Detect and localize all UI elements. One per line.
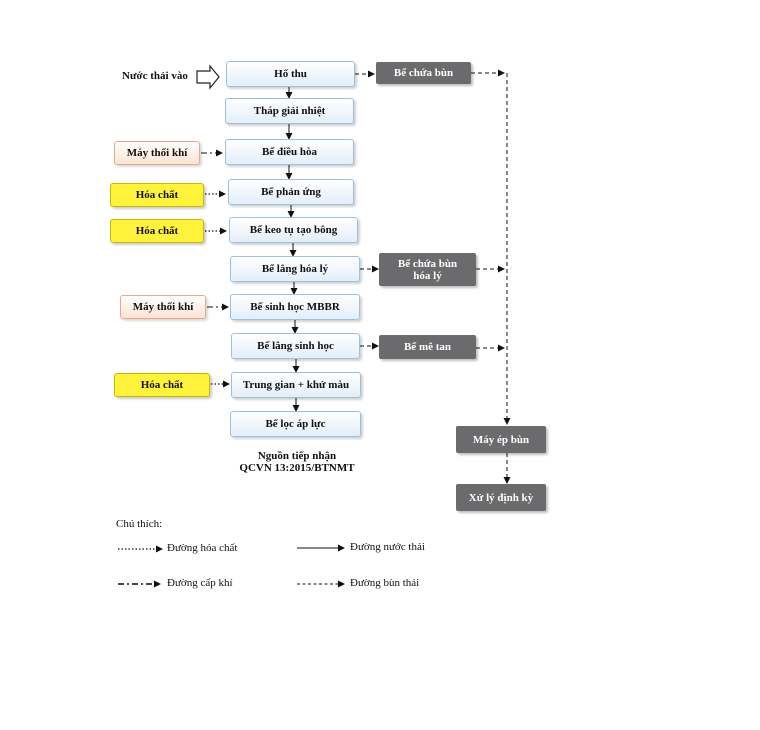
step-be-loc-ap-luc: Bể lọc áp lực xyxy=(230,411,361,437)
input-arrow xyxy=(196,64,220,90)
sludge-tank: Bể chứa bùn xyxy=(376,62,471,84)
output-label: Nguồn tiếp nhận QCVN 13:2015/BTNMT xyxy=(222,445,372,479)
chemical-sludge-line2: hóa lý xyxy=(413,269,442,282)
chemical-sludge-tank: Bể chứa bùn hóa lý xyxy=(379,253,476,286)
chemical-box-1: Hóa chất xyxy=(110,183,204,207)
legend-air-label: Đường cấp khí xyxy=(167,577,233,589)
chemical-box-2: Hóa chất xyxy=(110,219,204,243)
step-thap-giai-nhiet: Tháp giải nhiệt xyxy=(225,98,354,124)
legend-title: Chú thích: xyxy=(116,518,163,530)
air-blower-1: Máy thổi khí xyxy=(114,141,200,165)
legend-sludge-label: Đường bùn thải xyxy=(350,577,420,589)
output-line2: QCVN 13:2015/BTNMT xyxy=(239,462,355,474)
chemical-sludge-line1: Bể chứa bùn xyxy=(397,257,458,270)
sludge-press: Máy ép bùn xyxy=(456,426,546,453)
legend-chemical-label: Đường hóa chất xyxy=(167,542,238,554)
methane-tank: Bể mê tan xyxy=(379,335,476,359)
input-label: Nước thải vào xyxy=(122,70,188,82)
step-be-lang-hoa-ly: Bể lắng hóa lý xyxy=(230,256,360,282)
step-be-keo-tu: Bể keo tụ tạo bông xyxy=(229,217,358,243)
chemical-box-3: Hóa chất xyxy=(114,373,210,397)
step-be-sinh-hoc-mbbr: Bể sinh học MBBR xyxy=(230,294,360,320)
step-be-lang-sinh-hoc: Bể lắng sinh học xyxy=(231,333,360,359)
step-ho-thu: Hố thu xyxy=(226,61,355,87)
periodic-disposal: Xử lý định kỳ xyxy=(456,484,546,511)
step-be-phan-ung: Bể phản ứng xyxy=(228,179,354,205)
air-blower-2: Máy thổi khí xyxy=(120,295,206,319)
legend-wastewater-label: Đường nước thải xyxy=(350,541,425,553)
step-trung-gian: Trung gian + khử màu xyxy=(231,372,361,398)
step-be-dieu-hoa: Bể điều hòa xyxy=(225,139,354,165)
output-line1: Nguồn tiếp nhận xyxy=(257,450,337,462)
